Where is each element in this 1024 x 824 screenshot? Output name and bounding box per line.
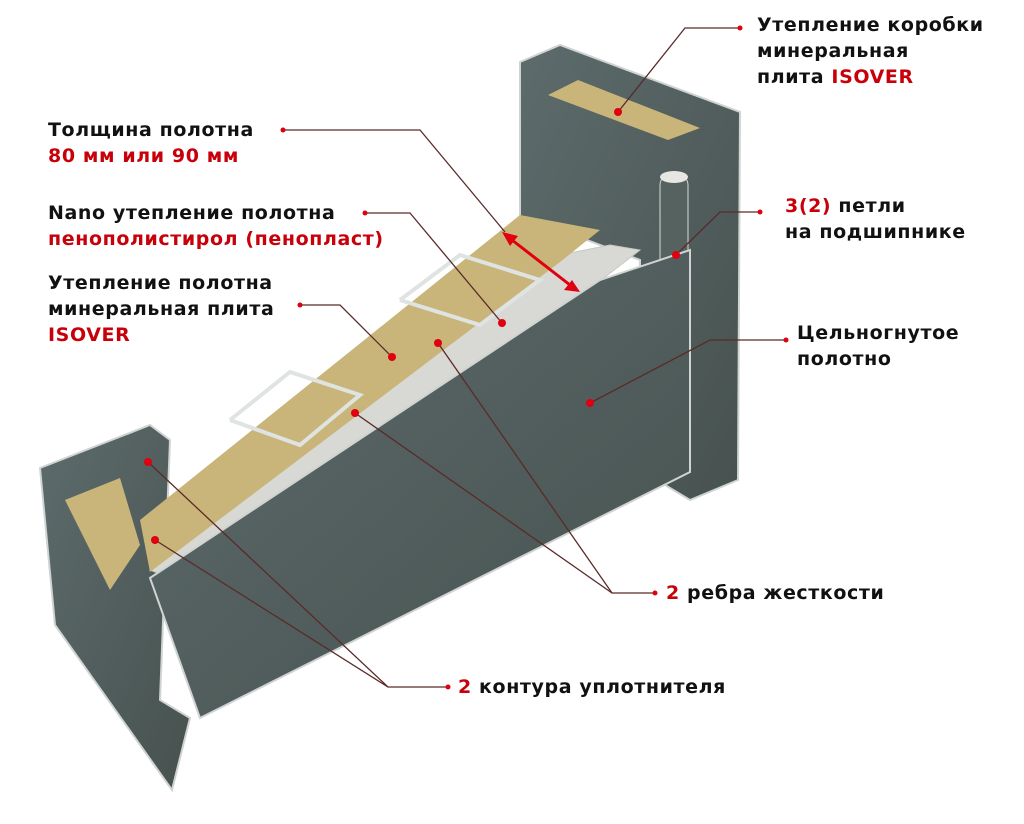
label-value: пенополистирол (пенопласт) (48, 228, 384, 250)
label-text: контура уплотнителя (471, 676, 726, 698)
frame-insulation (548, 80, 700, 140)
label-text: ребра жесткости (679, 582, 885, 604)
label-text: Nano утепление полотна (48, 202, 336, 224)
label-value: 2 (458, 676, 472, 698)
label-text: полотно (797, 348, 892, 370)
label-text: минеральная плита (48, 298, 275, 320)
label-text: Толщина полотна (48, 119, 254, 141)
label-text: на подшипнике (785, 221, 966, 243)
label-stiffening-ribs: 2 ребра жесткости (666, 580, 884, 606)
label-seals: 2 контура уплотнителя (458, 674, 726, 700)
label-text: плита (757, 66, 832, 88)
label-text: Цельногнутое (797, 322, 960, 344)
label-thickness: Толщина полотна 80 мм или 90 мм (48, 117, 254, 169)
label-solid-bent-leaf: Цельногнутое полотно (797, 320, 959, 372)
label-text: петли (831, 195, 906, 217)
stiffening-ribs (228, 252, 545, 448)
label-frame-insulation: Утепление коробки минеральная плита ISOV… (757, 12, 984, 90)
label-brand: ISOVER (48, 324, 131, 346)
label-text: минеральная (757, 40, 909, 62)
leader-lines (147, 27, 786, 688)
label-hinges: 3(2) петли на подшипнике (785, 193, 966, 245)
mineral-wool-layer (140, 215, 600, 572)
label-brand: ISOVER (831, 66, 914, 88)
door-leaf-face (148, 248, 691, 720)
leader-dots (144, 25, 789, 690)
label-nano-insulation: Nano утепление полотна пенополистирол (п… (48, 200, 384, 252)
left-frame-insulation (65, 478, 140, 590)
label-text: Утепление коробки (757, 14, 984, 36)
label-leaf-insulation: Утепление полотна минеральная плита ISOV… (48, 270, 274, 348)
label-value: 2 (666, 582, 680, 604)
hinge-cap (660, 171, 688, 183)
label-value: 80 мм или 90 мм (48, 145, 240, 167)
label-value: 3(2) (785, 195, 832, 217)
label-text: Утепление полотна (48, 272, 273, 294)
thickness-arrow (502, 232, 580, 292)
